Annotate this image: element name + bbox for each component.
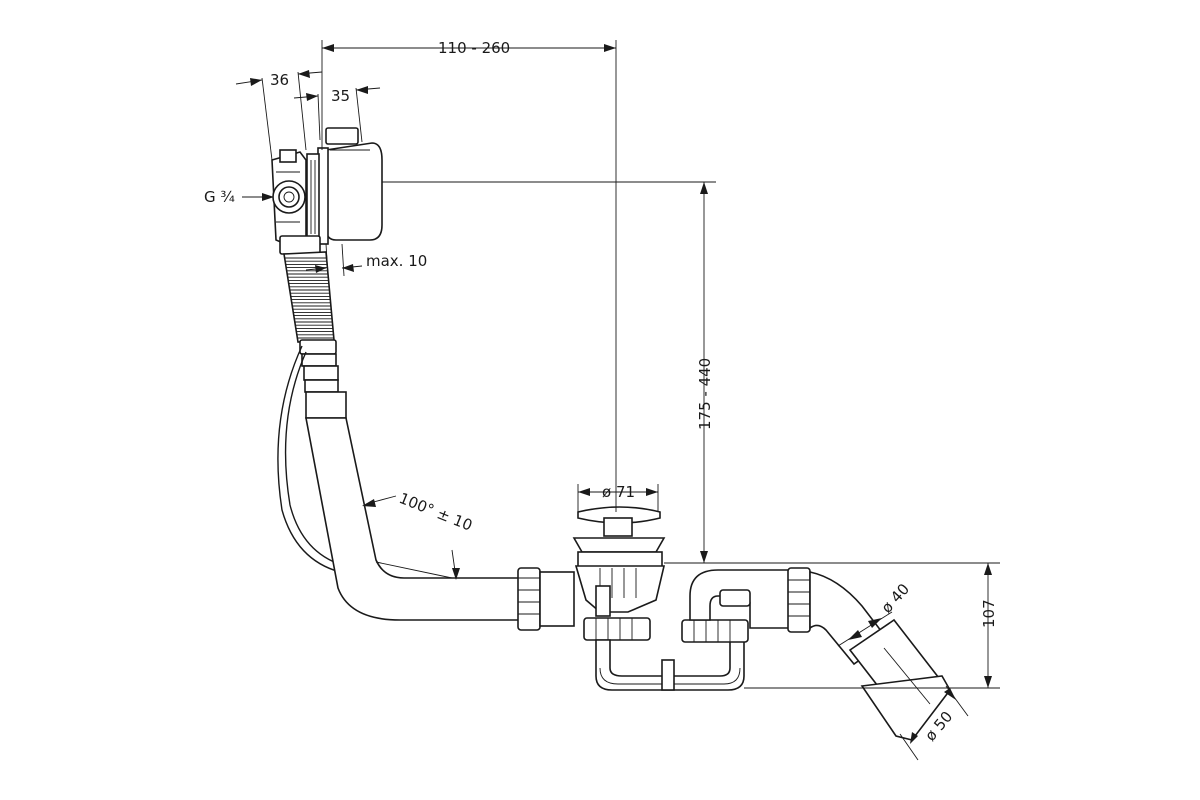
label-outlet-diameter-40: ø 40 [878,580,913,617]
label-max-thickness: max. 10 [366,252,427,270]
label-overflow-width: 110 - 260 [438,39,510,57]
overflow-pipe [305,417,521,621]
outlet-sleeve [860,675,951,741]
label-bend-angle: 100° ± 10 [397,489,475,535]
union-nut-left [517,567,575,631]
overflow-head [271,127,383,255]
label-thread: G ¾ [204,188,235,206]
label-depth-35: 35 [331,87,350,105]
union-nut-right [681,619,749,643]
label-trap-height: 107 [980,599,998,628]
corrugated-hose [283,251,347,419]
outlet-nut [787,567,811,633]
label-height-range: 175 - 440 [696,358,714,430]
label-depth-36: 36 [270,71,289,89]
waste-fitting [572,506,666,641]
bowden-cable [277,345,341,573]
label-waste-diameter: ø 71 [602,483,635,501]
dimension-lines [235,40,1000,761]
